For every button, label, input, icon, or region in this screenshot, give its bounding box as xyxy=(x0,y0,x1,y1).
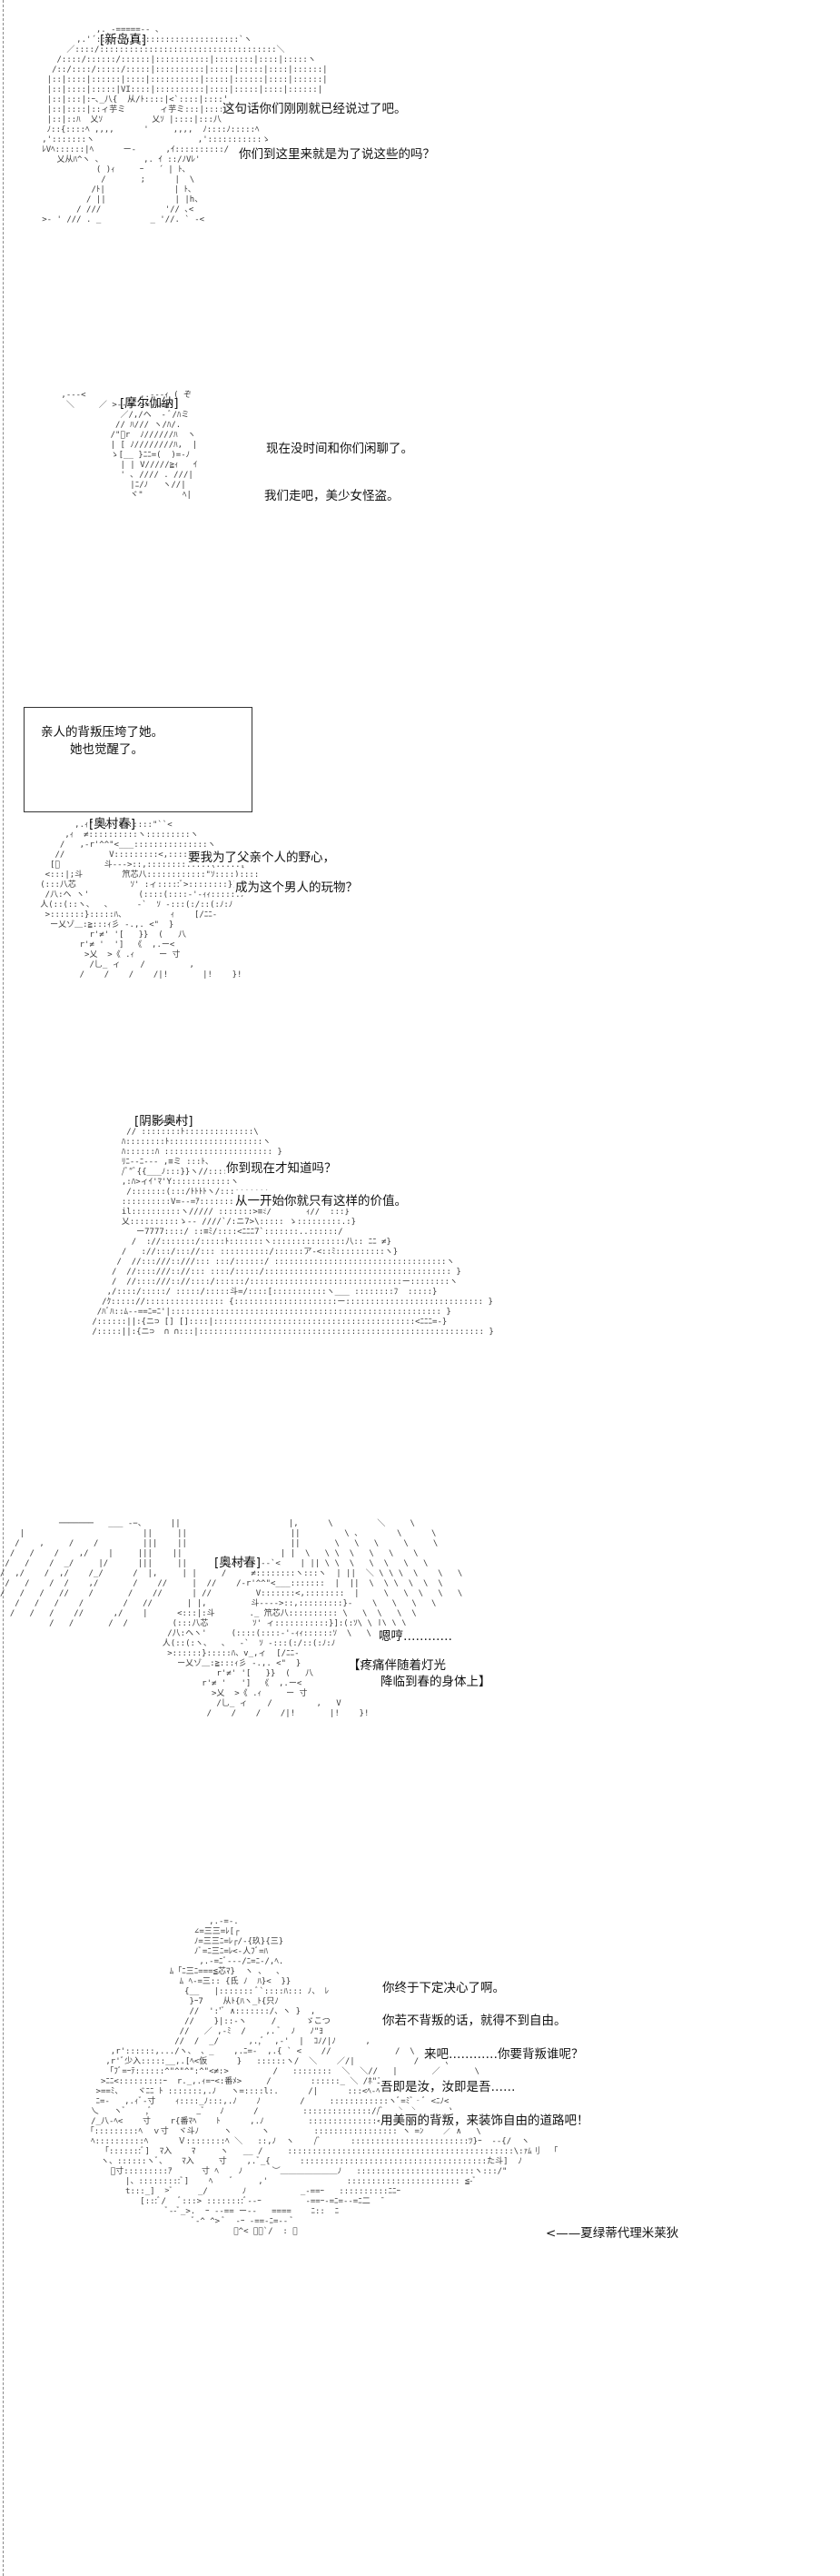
dialogue-line: 成为这个男人的玩物？ xyxy=(234,877,359,895)
dialogue-line: 这句话你们刚刚就已经说过了吧。 xyxy=(222,98,408,116)
dialogue-line: 用美丽的背叛，来装饰自由的道路吧！ xyxy=(380,2110,590,2128)
panel-shadow-okumura: ,.-r=ﾆ=r 、 // ::::::::ﾄ::::::::::::::\ ﾊ… xyxy=(0,1110,840,1447)
narration-line: 她也觉醒了。 xyxy=(70,742,143,757)
dialogue-line: 来吧…………你要背叛谁呢？ xyxy=(423,2044,585,2062)
ascii-art-speedlines-haru: ─────── ___ ‐−、 || |, \ ＼ \ | || || || \… xyxy=(0,1519,463,1718)
dialogue-line: 现在没时间和你们闲聊了。 xyxy=(265,438,414,456)
panel-milady-persona: ,.-=-. ∠=三三=ﾚ[┌ ﾉ=三三ﾆ=ﾚ┌/-{玖}{三} ﾉﾞ=ﾆ三ﾆ=… xyxy=(0,1917,840,2576)
dialogue-line: 你到现在才知道吗？ xyxy=(225,1158,338,1176)
dialogue-line: 从一开始你就只有这样的价值。 xyxy=(234,1190,408,1208)
speaker-name-tag: [摩尔伽纳] xyxy=(120,396,179,411)
speaker-name-tag: [新岛真] xyxy=(100,33,147,47)
ascii-art-shadow-okumura: ,.-r=ﾆ=r 、 // ::::::::ﾄ::::::::::::::\ ﾊ… xyxy=(92,1118,494,1337)
dialogue-line: 你若不背叛的话，就得不到自由。 xyxy=(381,2010,568,2028)
speaker-name-tag: [奥村春] xyxy=(89,817,136,831)
dialogue-line: 吾即是汝，汝即是吾…… xyxy=(380,2076,517,2094)
dialogue-line: 嗯哼………… xyxy=(378,1626,453,1644)
ascii-art-morgana: ,---< ,.---ｨ ( ぞ ＼ ／ >--ー >=--=≦´ ／/,/ヘ … xyxy=(61,391,198,500)
dialogue-line: 【疼痛伴随着灯光 xyxy=(347,1655,447,1673)
panel-okumura-haru: ,.ｨ"`:::::::::::"``< ,ｨ ≠::::::::::ヽ::::… xyxy=(0,813,840,1104)
panel-haru-awakening: ─────── ___ ‐−、 || |, \ ＼ \ | || || || \… xyxy=(0,1510,840,1865)
page-divider-dashed xyxy=(3,0,4,2576)
ascii-art-haru: ,.ｨ"`:::::::::::"``< ,ｨ ≠::::::::::ヽ::::… xyxy=(40,821,260,980)
dialogue-line: 你们到这里来就是为了说这些的吗？ xyxy=(238,144,436,162)
dialogue-line: <——夏绿蒂代理米莱狄 xyxy=(545,2223,680,2241)
panel-morgana: ,---< ,.---ｨ ( ぞ ＼ ／ >--ー >=--=≦´ ／/,/ヘ … xyxy=(0,382,840,709)
ascii-art-niijima: ,. -=====‐- 、 ,.'´::::::::::::::::::::::… xyxy=(42,25,328,224)
panel-niijima-makoto: ,. -=====‐- 、 ,.'´::::::::::::::::::::::… xyxy=(0,18,840,345)
dialogue-line: 你终于下定决心了啊。 xyxy=(381,1977,506,1995)
dialogue-line: 降临到春的身体上】 xyxy=(380,1671,492,1689)
speaker-name-tag: [阴影奥村] xyxy=(134,1114,193,1129)
speaker-name-tag: [奥村春] xyxy=(214,1556,262,1570)
narration-line: 亲人的背叛压垮了她。 xyxy=(41,725,163,740)
dialogue-line: 我们走吧，美少女怪盗。 xyxy=(263,485,400,503)
narration-box: 亲人的背叛压垮了她。 她也觉醒了。 xyxy=(24,707,252,812)
ascii-art-milady: ,.-=-. ∠=三三=ﾚ[┌ ﾉ=三三ﾆ=ﾚ┌/-{玖}{三} ﾉﾞ=ﾆ三ﾆ=… xyxy=(85,1917,558,2236)
dialogue-line: 要我为了父亲个人的野心， xyxy=(187,847,336,865)
